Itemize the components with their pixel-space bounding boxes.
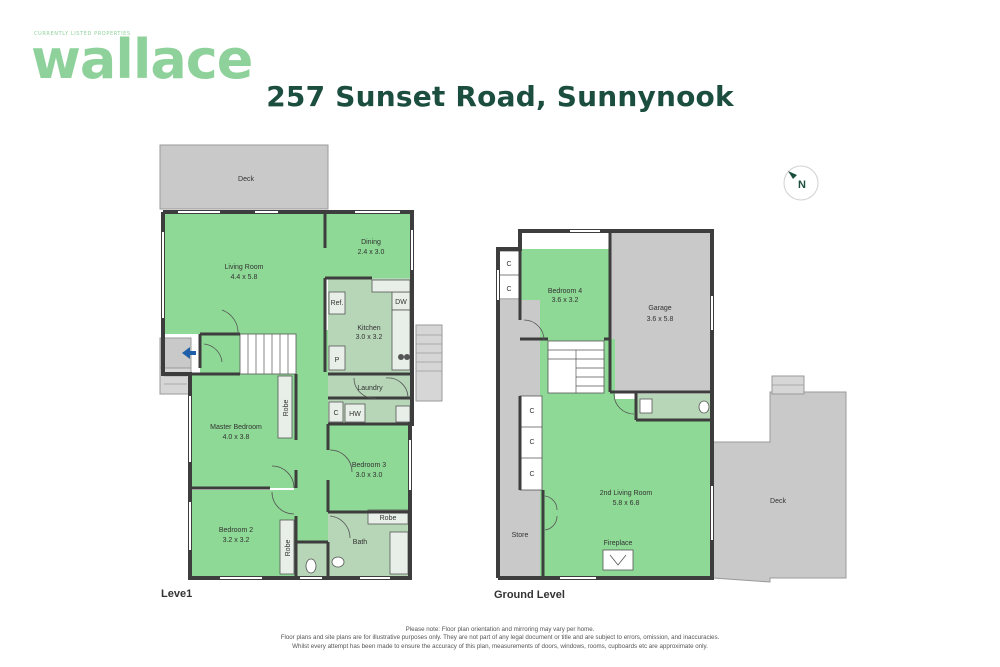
upper-stairs-treads	[247, 334, 289, 374]
laundry-tub	[395, 405, 411, 423]
ground-cupboard-3-label: C	[529, 408, 534, 415]
laundry-cupboard	[328, 401, 344, 423]
laundry-label: Laundry	[357, 385, 383, 392]
ground-cupboard-4-label: C	[529, 439, 534, 446]
garage-label: Garage	[648, 305, 671, 312]
entry-arrow-icon	[182, 347, 196, 359]
disclaimer-line-2: Floor plans and site plans are for illus…	[280, 634, 720, 642]
garage-area	[610, 231, 710, 392]
second-living-label: 2nd Living Room	[600, 490, 653, 497]
pantry-label: P	[335, 357, 340, 364]
basin-upper	[331, 556, 345, 568]
bedroom-2-area	[190, 490, 296, 576]
pantry	[328, 345, 346, 371]
bedroom-4-dim: 3.6 x 3.2	[552, 297, 579, 304]
laundry-cupboard-label: C	[333, 410, 338, 417]
bath-tub	[389, 531, 409, 575]
fireplace-label: Fireplace	[604, 540, 633, 547]
robe-master	[277, 375, 293, 439]
bedroom-2-label: Bedroom 2	[219, 527, 253, 534]
cooktop	[398, 354, 404, 360]
cooktop-2	[404, 354, 410, 360]
side-steps	[415, 324, 443, 402]
ground-outer-wall	[496, 229, 714, 580]
dishwasher-label: DW	[395, 299, 407, 306]
deck-upper	[159, 144, 329, 210]
dining-area	[325, 212, 412, 278]
brand-logo: wallace	[31, 28, 253, 91]
corridor-area	[294, 374, 328, 544]
master-bedroom-dim: 4.0 x 3.8	[223, 434, 250, 441]
compass-label: N	[798, 179, 806, 191]
property-address-title: 257 Sunset Road, Sunnynook	[266, 80, 734, 113]
logo-tagline: CURRENTLY LISTED PROPERTIES	[34, 31, 131, 37]
compass-arrow-icon	[788, 171, 797, 179]
dining-dim: 2.4 x 3.0	[358, 249, 385, 256]
kitchen-dim: 3.0 x 3.2	[356, 334, 383, 341]
robe-bed2-label: Robe	[285, 540, 292, 557]
bedroom-3-dim: 3.0 x 3.0	[356, 472, 383, 479]
disclaimer-line-1: Please note: Floor plan orientation and …	[405, 626, 595, 633]
bath-label: Bath	[353, 539, 368, 546]
toilet-upper	[305, 558, 317, 574]
robe-master-label: Robe	[283, 400, 290, 417]
deck-ground	[712, 391, 847, 583]
toilet-ground	[698, 400, 710, 414]
disclaimer: Please note: Floor plan orientation and …	[0, 626, 1000, 651]
bedroom-3-label: Bedroom 3	[352, 462, 386, 469]
deck-upper-label: Deck	[238, 176, 254, 183]
kitchen-label: Kitchen	[357, 325, 380, 332]
bedroom-3-area	[328, 424, 410, 512]
master-bedroom-label: Master Bedroom	[210, 424, 262, 431]
kitchen-bench	[391, 309, 411, 371]
bedroom-2-dim: 3.2 x 3.2	[223, 537, 250, 544]
second-living-dim: 5.8 x 6.8	[613, 500, 640, 507]
living-room-area	[163, 212, 325, 334]
bedroom-4-label: Bedroom 4	[548, 288, 582, 295]
ground-cupboard-1-label: C	[506, 261, 511, 268]
kitchen-top-bench	[371, 279, 411, 293]
robe-bed2	[279, 519, 295, 575]
upper-level-label: Leve1	[161, 588, 192, 600]
garage-dim: 3.6 x 5.8	[647, 316, 674, 323]
hot-water	[344, 403, 366, 423]
hot-water-label: HW	[349, 411, 361, 418]
deck-ground-label: Deck	[770, 498, 786, 505]
ground-cupboard-2-label: C	[506, 286, 511, 293]
fridge	[328, 291, 346, 315]
second-living-area	[543, 399, 710, 576]
living-room-label: Living Room	[225, 264, 264, 271]
fridge-label: Ref.	[331, 300, 344, 307]
fireplace	[602, 549, 634, 571]
basin-ground	[639, 398, 653, 414]
store-label: Store	[512, 532, 529, 539]
living-room-dim: 4.4 x 5.8	[231, 274, 258, 281]
ground-level-label: Ground Level	[494, 589, 565, 601]
dining-label: Dining	[361, 239, 381, 246]
disclaimer-line-3: Whilst every attempt has been made to en…	[292, 642, 708, 650]
robe-bed3-label: Robe	[380, 515, 397, 522]
upper-stairs	[239, 333, 297, 375]
ground-cupboard-5-label: C	[529, 471, 534, 478]
